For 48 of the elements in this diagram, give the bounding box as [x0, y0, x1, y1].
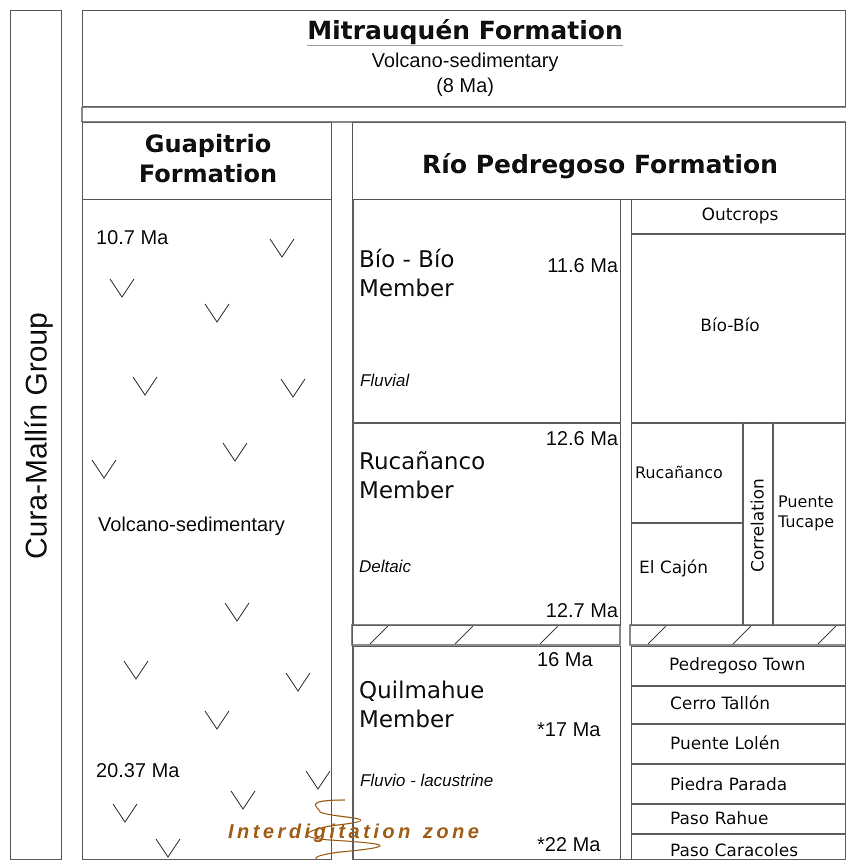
outcrop-cell	[773, 423, 846, 626]
age-label: 11.6 Ma	[546, 254, 618, 279]
header-cell	[631, 199, 846, 234]
correlation-label: Correlation	[747, 478, 770, 574]
header-text: Outcrops	[700, 205, 780, 226]
outcrop-name: Paso Rahue	[670, 809, 768, 830]
outcrop-cell	[631, 724, 846, 764]
outcrop-name: Puente Lolén	[670, 734, 780, 756]
outcrop-cell	[631, 646, 846, 686]
age-label: 12.7 Ma	[544, 599, 618, 624]
lithology-text: Volcano-sedimentary	[98, 513, 285, 538]
age-label: *22 Ma	[537, 833, 600, 858]
outcrop-cell	[631, 804, 846, 834]
member-name: Bío - Bío Member	[359, 246, 456, 304]
outcrop-name: Rucañanco	[635, 463, 724, 483]
facies-label: Fluvial	[360, 370, 410, 392]
outcrop-cell	[631, 764, 846, 804]
outcrop-name: Pedregoso Town	[669, 655, 806, 676]
group-name: Cura-Mallín Group	[19, 312, 54, 562]
outcrop-name: Paso Caracoles	[670, 841, 798, 860]
formation-box	[82, 10, 846, 107]
formation-title: Mitrauquén Formation	[307, 16, 623, 46]
outcrop-name: El Cajón	[639, 558, 708, 580]
outcrop-cell	[631, 523, 743, 626]
facies-label: Deltaic	[359, 556, 411, 578]
member-name: Rucañanco Member	[359, 448, 486, 506]
group-band	[10, 10, 62, 860]
age-label: 16 Ma	[537, 648, 593, 673]
formation-title: Río Pedregoso Formation	[421, 149, 779, 180]
outcrop-cell	[631, 234, 846, 423]
outcrop-name: Puente Tucape	[778, 492, 836, 532]
outcrop-name: Bío-Bío	[699, 316, 761, 338]
member-box	[353, 423, 621, 626]
age-label: 10.7 Ma	[96, 226, 168, 251]
member-box	[353, 199, 621, 423]
correlation-cell	[743, 423, 773, 626]
age-label: 12.6 Ma	[544, 427, 618, 452]
outcrop-cell	[631, 423, 743, 523]
age-label: 20.37 Ma	[96, 759, 180, 784]
lithology-text: Volcano-sedimentary (8 Ma)	[370, 49, 560, 99]
outcrop-name: Cerro Tallón	[670, 694, 770, 716]
member-name: Quilmahue Member	[359, 677, 486, 734]
outcrop-cell	[631, 686, 846, 724]
outcrop-cell	[631, 834, 846, 860]
facies-label: Fluvio - lacustrine	[360, 770, 494, 792]
formation-title: Guapitrio Formation	[138, 129, 278, 189]
outcrop-name: Piedra Parada	[670, 775, 788, 796]
age-label: *17 Ma	[537, 718, 600, 743]
